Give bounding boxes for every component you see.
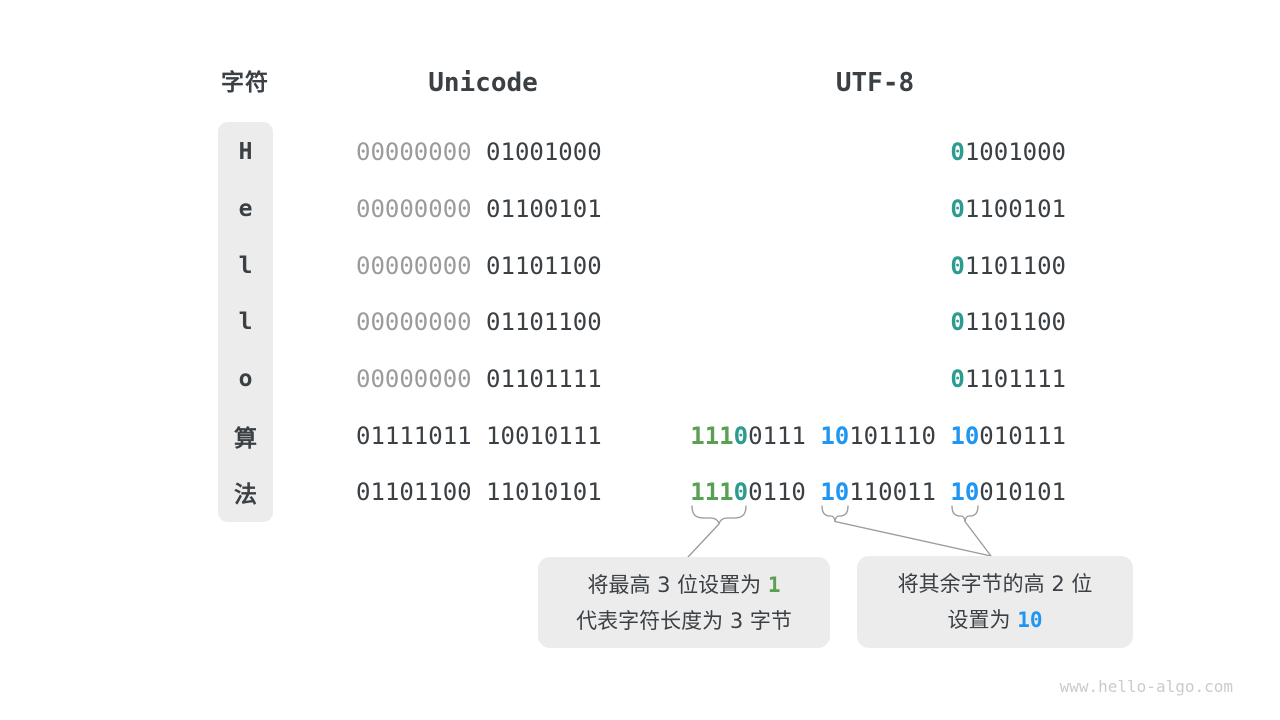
connector-line-leading xyxy=(687,523,720,558)
callout-continuation-line2-text: 设置为 xyxy=(947,608,1018,632)
unicode-bits: 00000000 01001000 xyxy=(356,124,602,181)
column-header-utf8: UTF-8 xyxy=(835,68,915,98)
callout-continuation-byte: 将其余字节的高 2 位 设置为 10 xyxy=(857,556,1133,648)
connector-line-cont-2 xyxy=(964,520,992,557)
bit-segment-blue: 10 xyxy=(950,421,980,450)
unicode-bits: 00000000 01101100 xyxy=(356,294,602,351)
bit-segment-blue: 10 xyxy=(820,478,850,507)
unicode-bits: 00000000 01100101 xyxy=(356,180,602,237)
bit-segment-dark: 01101100 xyxy=(486,251,602,280)
unicode-bits: 01101100 11010101 xyxy=(356,464,602,521)
column-header-character: 字符 xyxy=(221,70,269,96)
connector-line-cont-1 xyxy=(834,520,992,557)
bit-segment-green: 111 xyxy=(690,421,734,450)
bit-segment-dark: 110011 xyxy=(849,478,951,507)
column-header-unicode: Unicode xyxy=(428,68,538,98)
bit-segment-blue: 10 xyxy=(950,478,980,507)
callout-continuation-line2: 设置为 10 xyxy=(948,602,1043,638)
bit-segment-gray: 00000000 xyxy=(356,251,487,280)
bit-segment-gray: 00000000 xyxy=(356,194,487,223)
bit-segment-dark: 01001000 xyxy=(486,138,602,167)
character-cell: H xyxy=(238,139,253,166)
character-cell: l xyxy=(238,309,253,336)
bit-segment-teal: 0 xyxy=(950,308,965,337)
callout-leading-line2: 代表字符长度为 3 字节 xyxy=(576,608,792,633)
unicode-bits: 00000000 01101100 xyxy=(356,237,602,294)
bit-segment-dark: 010101 xyxy=(979,478,1066,507)
bit-segment-gray: 00000000 xyxy=(356,138,487,167)
highlight-bit-1: 1 xyxy=(767,572,781,597)
bit-segment-gray: 00000000 xyxy=(356,308,487,337)
unicode-bits: 00000000 01101111 xyxy=(356,351,602,408)
bit-segment-teal: 0 xyxy=(950,251,965,280)
bit-segment-dark: 010111 xyxy=(979,421,1066,450)
callout-leading-byte: 将最高 3 位设置为 1 代表字符长度为 3 字节 xyxy=(538,557,830,648)
bit-segment-dark: 1100101 xyxy=(964,194,1066,223)
bit-segment-dark: 1101100 xyxy=(964,251,1066,280)
bit-segment-teal: 0 xyxy=(950,365,965,393)
bit-segment-dark: 1101100 xyxy=(964,308,1066,337)
bit-segment-teal: 0 xyxy=(733,421,749,450)
character-cell: 算 xyxy=(234,425,257,452)
bit-segment-teal: 0 xyxy=(950,138,965,167)
bit-segment-dark: 01100101 xyxy=(486,194,602,223)
bit-segment-dark: 01111011 10010111 xyxy=(356,421,602,450)
bit-segment-blue: 10 xyxy=(820,421,850,450)
bit-segment-dark: 101110 xyxy=(849,421,951,450)
bit-segment-dark: 01101100 11010101 xyxy=(356,478,602,507)
highlight-bits-10: 10 xyxy=(1017,608,1043,632)
unicode-bits: 01111011 10010111 xyxy=(356,407,602,464)
bit-segment-dark: 01101100 xyxy=(486,308,602,337)
character-cell: e xyxy=(238,195,253,222)
character-cell: l xyxy=(238,252,253,279)
bit-segment-gray: 00000000 xyxy=(356,365,487,393)
bit-segment-dark: 01101111 xyxy=(486,365,602,393)
bit-segment-dark: 0111 xyxy=(748,421,821,450)
character-cell: o xyxy=(238,366,253,392)
bit-segment-dark: 0110 xyxy=(748,478,821,507)
callout-leading-line1: 将最高 3 位设置为 1 xyxy=(587,567,780,603)
bit-segment-teal: 0 xyxy=(950,194,965,223)
callout-leading-line1-text: 将最高 3 位设置为 xyxy=(587,572,768,597)
bit-segment-teal: 0 xyxy=(733,478,749,507)
character-cell: 法 xyxy=(234,482,257,509)
character-column-background xyxy=(218,122,273,522)
bit-segment-dark: 1001000 xyxy=(964,138,1066,167)
watermark: www.hello-algo.com xyxy=(1059,677,1233,696)
bit-segment-dark: 1101111 xyxy=(964,365,1066,393)
bit-segment-green: 111 xyxy=(690,478,734,507)
callout-continuation-line1: 将其余字节的高 2 位 xyxy=(897,572,1093,596)
